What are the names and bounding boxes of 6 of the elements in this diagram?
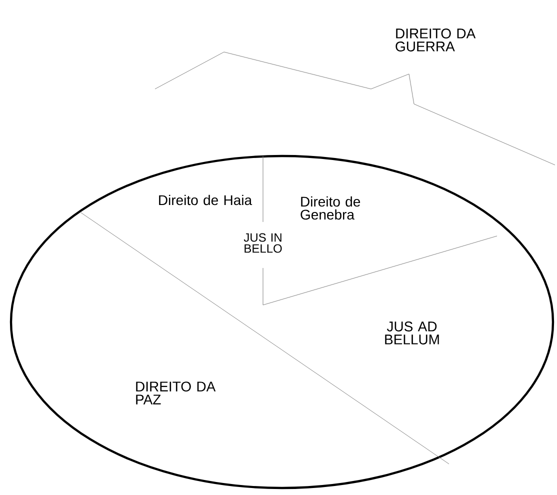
- region-label: Direito de Haia: [159, 194, 252, 206]
- region-label: JUS AD BELLUM: [385, 322, 439, 344]
- region-label: Direito de Genebra: [300, 196, 360, 220]
- region-label: JUS IN BELLO: [244, 233, 282, 253]
- region-label: DIREITO DA PAZ: [136, 382, 216, 404]
- region-label: DIREITO DA GUERRA: [396, 28, 476, 52]
